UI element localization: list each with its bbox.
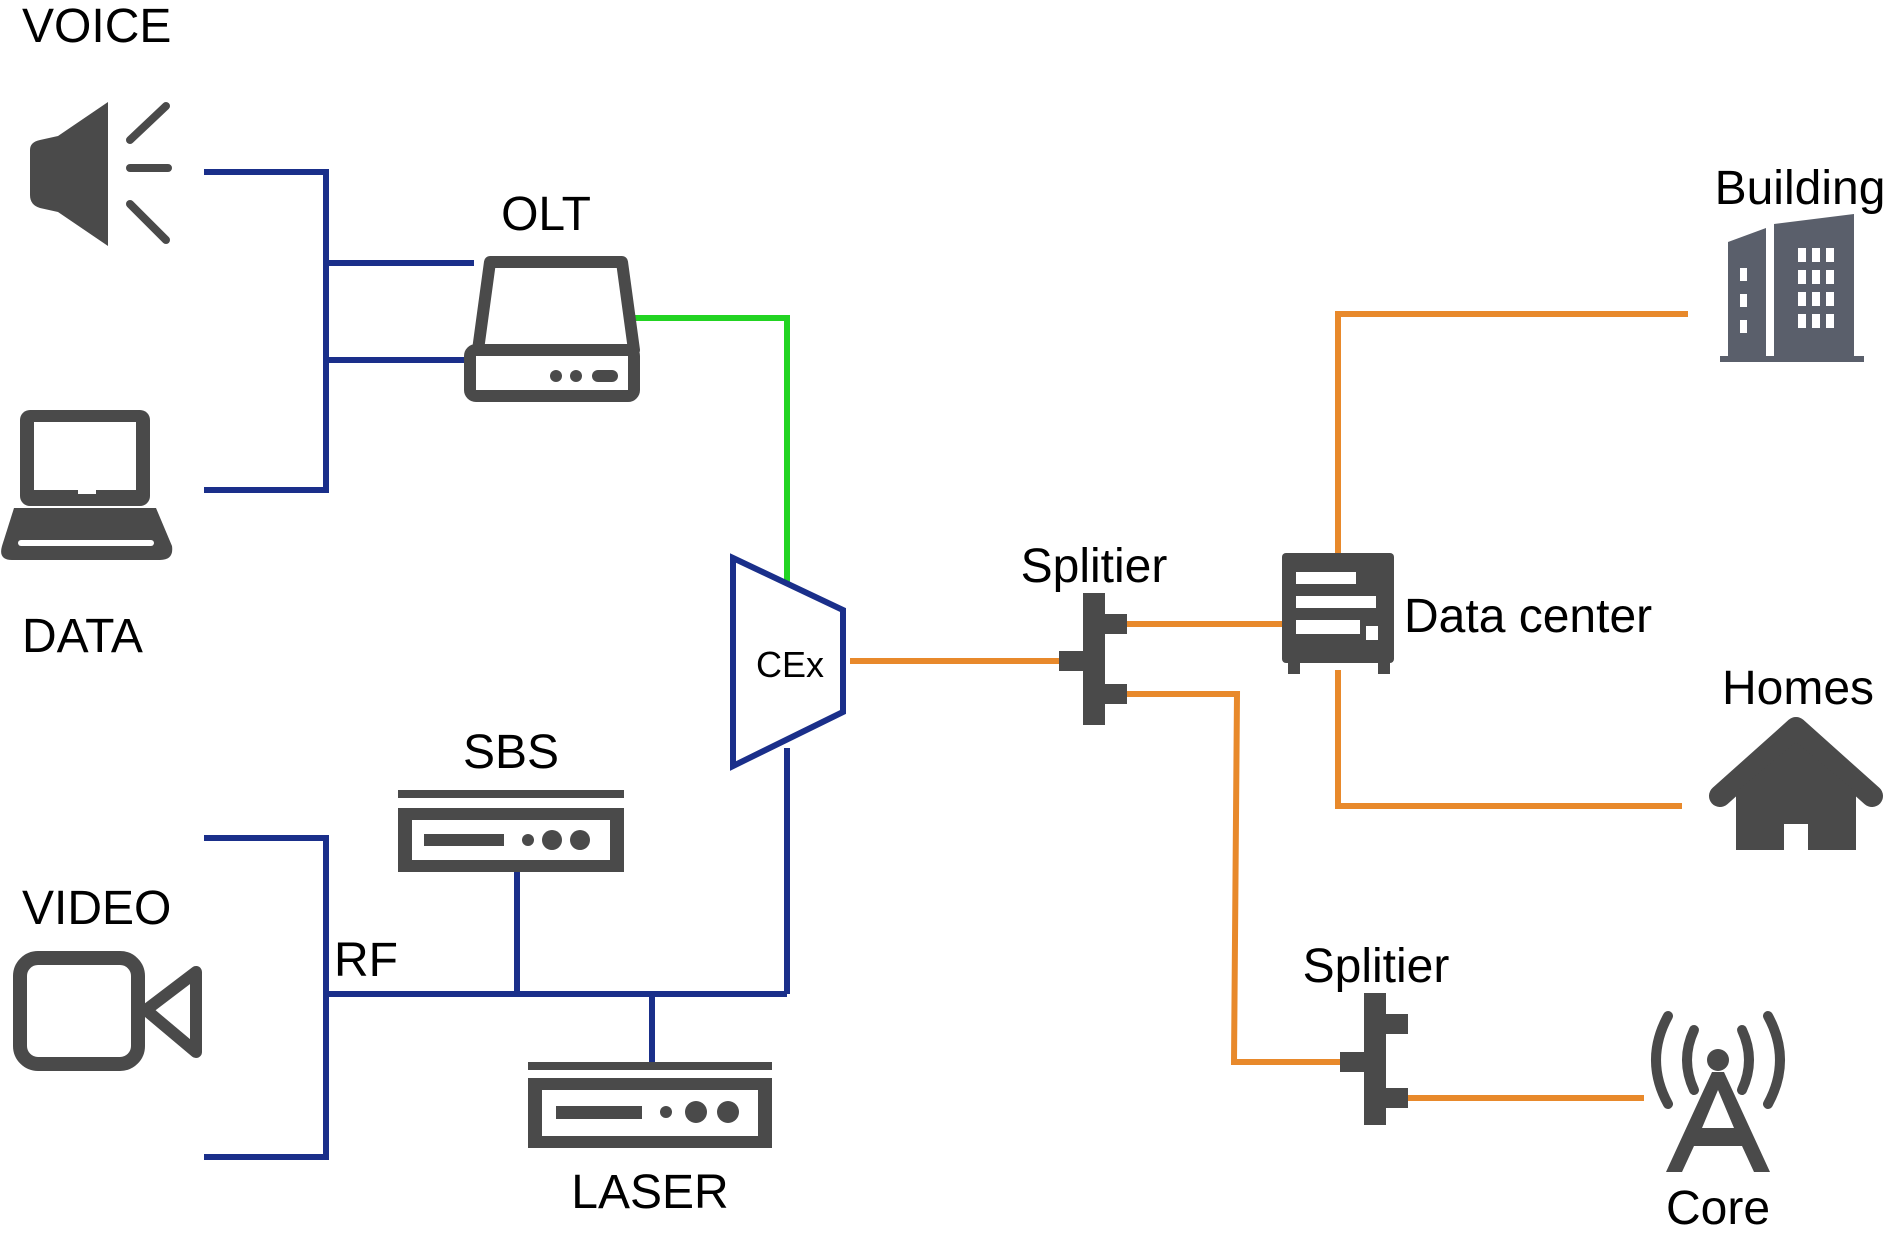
building-label: Building [1715,162,1886,215]
home-icon [1709,717,1883,850]
video-label: VIDEO [22,882,171,935]
cex-trapezoid [730,553,846,771]
laptop-icon [1,410,173,560]
splitter-top-label: Splitier [1021,540,1168,593]
splitter-icon [1340,993,1408,1125]
splitter-bottom-label: Splitier [1303,940,1450,993]
cex-label: CEx [756,644,824,685]
core-label: Core [1666,1182,1770,1235]
olt-label: OLT [501,188,591,241]
homes-label: Homes [1722,662,1874,715]
rf-label: RF [334,934,398,987]
video-link [204,835,329,1160]
laser-label: LASER [571,1166,728,1219]
orange-links [850,311,1688,1101]
voice-link [204,169,329,493]
video-camera-icon [13,951,202,1071]
sbs-label: SBS [463,726,559,779]
olt-cex-link [632,315,790,583]
datacenter-homes-link [1335,670,1682,809]
building-icon [1720,214,1864,362]
server-icon [1282,553,1394,674]
olt-device-icon [464,256,640,402]
splitter-icon [1059,593,1127,725]
voice-label: VOICE [22,0,171,53]
datacenter-building-link [1335,311,1688,555]
data-label: DATA [22,610,143,663]
speaker-icon [30,102,172,246]
splitter-splitter-link [1127,691,1344,1065]
data-center-label: Data center [1404,590,1652,643]
sbs-device-icon [398,790,624,872]
laser-device-icon [528,1062,772,1148]
antenna-tower-icon [1651,1011,1785,1172]
blue-links [204,169,790,1160]
